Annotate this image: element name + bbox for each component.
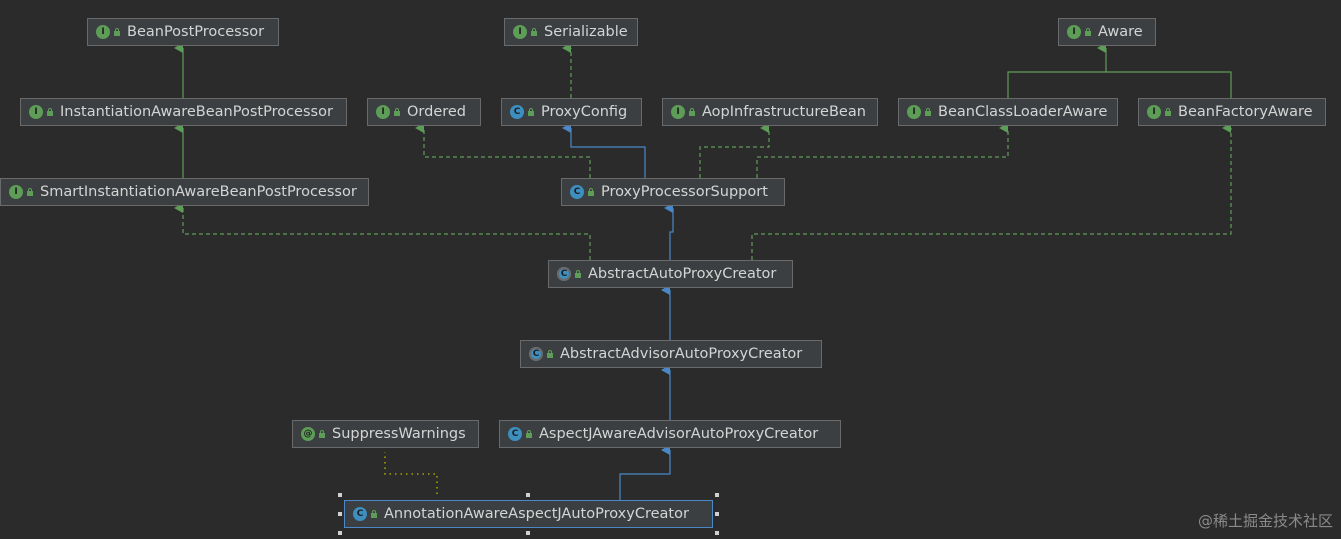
node-abstract-advisor-auto-proxy-creator[interactable]: C AbstractAdvisorAutoProxyCreator [520,340,822,368]
node-label: SuppressWarnings [332,426,466,442]
public-lock-icon [924,108,932,116]
node-bean-post-processor[interactable]: I BeanPostProcessor [87,18,279,46]
edge-annotation-to-suppresswarnings [384,452,438,494]
class-icon: C [353,507,367,521]
node-serializable[interactable]: I Serializable [504,18,638,46]
selection-handle-top-right[interactable] [715,493,719,497]
public-lock-icon [527,108,535,116]
public-lock-icon [113,28,121,36]
public-lock-icon [26,188,34,196]
node-label: AspectJAwareAdvisorAutoProxyCreator [539,426,819,442]
selection-handle-mid-left[interactable] [338,512,342,516]
node-label: AbstractAdvisorAutoProxyCreator [560,346,803,362]
node-annotation-aware-aspectj-auto-proxy-creator[interactable]: C AnnotationAwareAspectJAutoProxyCreator [344,500,713,528]
node-aware[interactable]: I Aware [1058,18,1156,46]
node-proxy-config[interactable]: C ProxyConfig [501,98,642,126]
node-bean-class-loader-aware[interactable]: I BeanClassLoaderAware [898,98,1118,126]
interface-icon: I [96,25,110,39]
node-abstract-auto-proxy-creator[interactable]: C AbstractAutoProxyCreator [548,260,793,288]
public-lock-icon [46,108,54,116]
interface-icon: I [1147,105,1161,119]
edge-pps-to-proxyconfig [562,123,646,178]
public-lock-icon [370,510,378,518]
edge-aapc-to-smart [174,203,591,260]
public-lock-icon [688,108,696,116]
edge-aapc-to-beanfactoryaware [751,123,1232,260]
node-bean-factory-aware[interactable]: I BeanFactoryAware [1138,98,1326,126]
node-label: AnnotationAwareAspectJAutoProxyCreator [384,506,689,522]
public-lock-icon [530,28,538,36]
node-label: BeanPostProcessor [127,24,265,40]
class-icon: C [570,185,584,199]
edge-pps-to-aopinfra [699,123,770,178]
public-lock-icon [574,270,582,278]
class-icon: C [508,427,522,441]
interface-icon: I [671,105,685,119]
abstract-class-icon: C [557,267,571,281]
public-lock-icon [587,188,595,196]
selection-handle-bottom-mid[interactable] [526,531,530,535]
node-aspectj-aware-advisor-auto-proxy-creator[interactable]: C AspectJAwareAdvisorAutoProxyCreator [499,420,841,448]
public-lock-icon [1164,108,1172,116]
public-lock-icon [525,430,533,438]
node-label: BeanClassLoaderAware [938,104,1108,120]
public-lock-icon [318,430,326,438]
node-label: AbstractAutoProxyCreator [588,266,777,282]
selection-handle-bottom-left[interactable] [338,531,342,535]
edge-aapc-to-pps [664,203,674,260]
public-lock-icon [1084,28,1092,36]
selection-handle-mid-right[interactable] [715,512,719,516]
node-ordered[interactable]: I Ordered [367,98,481,126]
edge-pps-to-ordered [415,123,591,178]
node-suppress-warnings[interactable]: @ SuppressWarnings [292,420,479,448]
node-proxy-processor-support[interactable]: C ProxyProcessorSupport [561,178,785,206]
edge-classloaderaware-to-aware [1007,71,1232,98]
selection-handle-top-mid[interactable] [526,493,530,497]
public-lock-icon [393,108,401,116]
interface-icon: I [513,25,527,39]
interface-icon: I [376,105,390,119]
node-label: Serializable [544,24,628,40]
node-label: Aware [1098,24,1143,40]
watermark: @稀土掘金技术社区 [1197,512,1333,530]
node-instantiation-aware-bean-post-processor[interactable]: I InstantiationAwareBeanPostProcessor [20,98,347,126]
node-label: AopInfrastructureBean [702,104,866,120]
class-icon: C [510,105,524,119]
node-aop-infrastructure-bean[interactable]: I AopInfrastructureBean [662,98,878,126]
selection-handle-top-left[interactable] [338,493,342,497]
interface-icon: I [907,105,921,119]
annotation-icon: @ [301,427,315,441]
interface-icon: I [1067,25,1081,39]
node-label: Ordered [407,104,467,120]
edge-annotation-to-aspectj [619,445,671,500]
public-lock-icon [546,350,554,358]
selection-handle-bottom-right[interactable] [715,531,719,535]
edge-pps-to-classloaderaware [756,123,1009,178]
node-label: InstantiationAwareBeanPostProcessor [60,104,333,120]
interface-icon: I [29,105,43,119]
node-label: BeanFactoryAware [1178,104,1313,120]
node-label: SmartInstantiationAwareBeanPostProcessor [40,184,357,200]
node-label: ProxyProcessorSupport [601,184,768,200]
interface-icon: I [9,185,23,199]
node-label: ProxyConfig [541,104,628,120]
abstract-class-icon: C [529,347,543,361]
node-smart-instantiation-aware-bean-post-processor[interactable]: I SmartInstantiationAwareBeanPostProcess… [0,178,369,206]
